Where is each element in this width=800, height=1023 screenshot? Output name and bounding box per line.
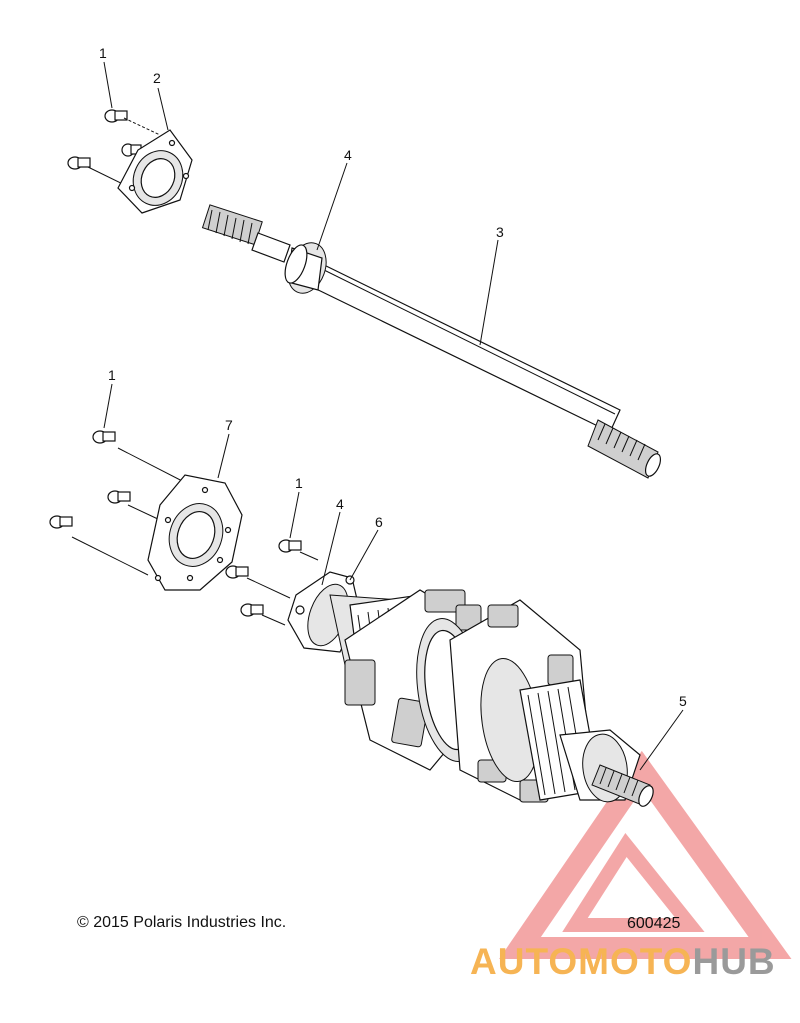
callout-6: 6 — [375, 514, 383, 530]
callout-1-low: 1 — [295, 475, 303, 491]
bolt-part-1-low-b — [225, 565, 249, 579]
callout-leaders — [103, 61, 684, 771]
bolt-part-1-mid-b — [107, 490, 131, 504]
differential-assembly-part-5 — [329, 589, 654, 807]
bearing-part-4-top — [284, 242, 327, 294]
bolt-part-1-low-a — [278, 539, 302, 553]
flange-part-2 — [117, 129, 193, 214]
axle-shaft-part-3 — [201, 204, 662, 479]
callout-7: 7 — [225, 417, 233, 433]
bolt-part-1-low-c — [240, 603, 264, 617]
callout-1-top: 1 — [99, 45, 107, 61]
callout-3: 3 — [496, 224, 504, 240]
callout-2: 2 — [153, 70, 161, 86]
watermark-wordmark: AUTOMOTOHUB — [470, 941, 776, 983]
diagram-number: 600425 — [627, 915, 681, 932]
bolt-part-1-top-c — [67, 156, 91, 170]
bolt-part-1-mid-c — [49, 515, 73, 529]
bolt-part-1-mid-a — [92, 430, 116, 444]
watermark-triangle-logo — [499, 750, 792, 959]
callout-4-low: 4 — [336, 496, 344, 512]
watermark-text-gray: HUB — [692, 941, 776, 982]
bolt-part-1-top-a — [104, 109, 128, 123]
watermark-text-colored: AUTOMOTO — [470, 941, 693, 982]
callout-4-top: 4 — [344, 147, 352, 163]
copyright-text: © 2015 Polaris Industries Inc. — [77, 914, 287, 931]
callout-5: 5 — [679, 693, 687, 709]
callout-1-mid: 1 — [108, 367, 116, 383]
retainer-plate-part-7 — [147, 474, 243, 591]
